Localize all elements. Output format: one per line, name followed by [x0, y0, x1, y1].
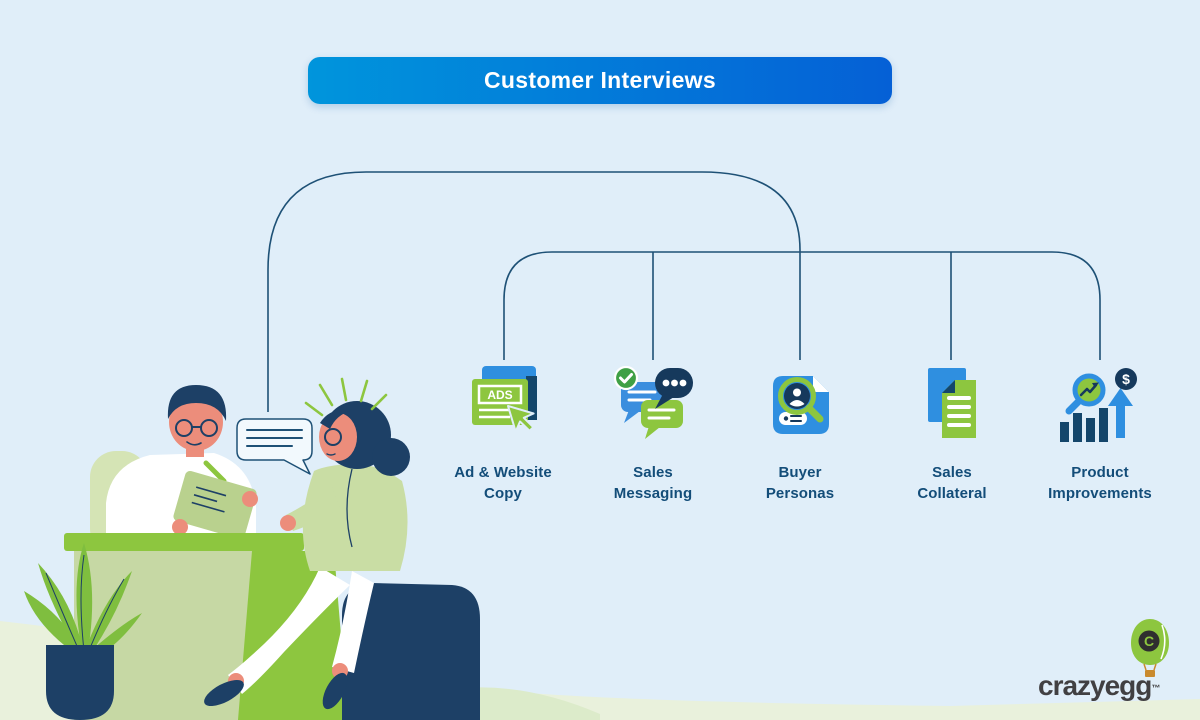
branch-label-line2: Collateral	[917, 485, 987, 502]
branch-label: Ad & Website Copy	[454, 462, 552, 504]
branch-sales-messaging: Sales Messaging	[583, 366, 723, 504]
branch-buyer-personas: Buyer Personas	[730, 366, 870, 504]
documents-icon	[928, 368, 976, 438]
branch-label: Sales Collateral	[917, 462, 986, 504]
branch-label-line1: Sales	[932, 464, 972, 481]
chat-bubbles-icon	[613, 366, 693, 439]
growth-chart-icon: $	[1060, 368, 1137, 442]
arrow-up-icon	[1108, 388, 1133, 406]
crazyegg-logo: C crazyegg™	[1030, 612, 1190, 712]
balloon-monogram: C	[1144, 633, 1154, 649]
dollar-text: $	[1122, 371, 1130, 387]
cursor-icon	[507, 405, 535, 433]
branch-label-line2: Messaging	[613, 485, 693, 502]
bar-chart-icon	[1060, 408, 1108, 442]
persona-search-icon	[773, 376, 829, 434]
branch-label: Sales Messaging	[614, 462, 692, 504]
title-text: Customer Interviews	[484, 67, 716, 93]
dollar-coin-icon: $	[1115, 368, 1137, 390]
speech-bubble	[236, 418, 313, 475]
logo-text: crazyegg	[1038, 670, 1152, 701]
branch-ad-website-copy: ADS Ad & Website Copy	[433, 366, 573, 504]
interview-illustration	[24, 377, 480, 720]
branch-label-line2: Personas	[765, 485, 835, 502]
sparkle-lines	[304, 377, 388, 417]
check-icon	[613, 366, 639, 391]
branch-label: Product Improvements	[1048, 462, 1152, 504]
branch-label-line1: Ad & Website	[454, 464, 552, 481]
plant	[24, 543, 142, 720]
ads-icon: ADS	[472, 366, 537, 433]
clipboard	[173, 470, 257, 540]
logo-tm: ™	[1151, 683, 1161, 693]
title-banner: Customer Interviews	[308, 57, 892, 104]
branch-label: Buyer Personas	[766, 462, 834, 504]
branch-product-improvements: $ Product Improvements	[1030, 366, 1170, 504]
trend-magnifier-icon	[1065, 373, 1106, 415]
branch-label-line1: Sales	[633, 464, 673, 481]
balloon-icon: C	[1131, 619, 1169, 677]
branch-label-line2: Improvements	[1048, 485, 1152, 502]
magnifier-icon	[778, 377, 816, 415]
branch-label-line1: Buyer	[778, 464, 822, 481]
interviewer-man	[106, 385, 258, 555]
branch-label-line1: Product	[1071, 464, 1129, 481]
interviewee-woman	[204, 401, 410, 710]
branch-label-line2: Copy	[484, 485, 522, 502]
branch-sales-collateral: Sales Collateral	[882, 366, 1022, 504]
ottoman	[342, 583, 480, 720]
ads-text: ADS	[487, 388, 512, 402]
